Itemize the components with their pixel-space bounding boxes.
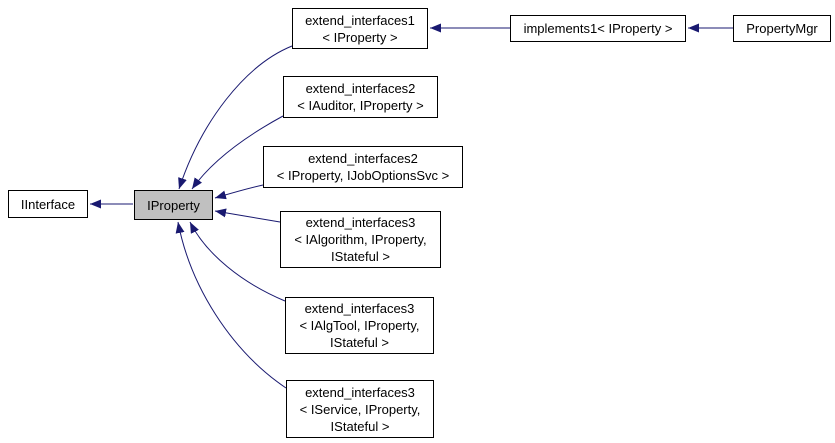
node-template-args: < IService, IProperty, <box>299 401 421 417</box>
node-iproperty[interactable]: IProperty <box>134 190 213 220</box>
node-template-args: < IProperty, IJobOptionsSvc > <box>276 168 450 183</box>
node-label: PropertyMgr <box>746 21 818 36</box>
node-extend-interfaces2-iauditor[interactable]: extend_interfaces2 < IAuditor, IProperty… <box>283 76 438 118</box>
node-propertymgr[interactable]: PropertyMgr <box>733 15 831 42</box>
arrow-extend-interfaces1-to-iproperty <box>178 45 293 190</box>
node-extend-interfaces1[interactable]: extend_interfaces1 < IProperty > <box>292 8 428 49</box>
node-label: IProperty <box>147 197 200 213</box>
arrow-extend-interfaces2-iauditor-to-iproperty <box>191 115 284 190</box>
node-template-args: < IAlgTool, IProperty, <box>299 318 420 333</box>
node-label: extend_interfaces2 <box>305 81 416 96</box>
node-template-args: IStateful > <box>330 335 389 350</box>
arrow-extend-interfaces2-ijoboptionssvc-to-iproperty <box>214 184 264 200</box>
node-label: implements1< IProperty > <box>523 21 673 36</box>
node-label: extend_interfaces3 <box>305 215 416 230</box>
node-label: extend_interfaces3 <box>304 301 415 316</box>
arrow-extend-interfaces3-ialgtool-to-iproperty <box>189 221 286 302</box>
node-template-args: IStateful > <box>330 418 390 434</box>
arrow-extend-interfaces3-ialgorithm-to-iproperty <box>214 208 281 223</box>
node-label: IInterface <box>20 196 76 212</box>
node-extend-interfaces2-ijoboptionssvc[interactable]: extend_interfaces2 < IProperty, IJobOpti… <box>263 146 463 188</box>
arrow-extend-interfaces3-iservice-to-iproperty <box>175 221 287 389</box>
node-implements1[interactable]: implements1< IProperty > <box>510 15 686 42</box>
node-template-args: IStateful > <box>331 249 390 264</box>
node-iinterface[interactable]: IInterface <box>8 190 88 218</box>
node-label: extend_interfaces2 <box>308 151 418 166</box>
node-label: extend_interfaces1 <box>305 12 415 28</box>
node-template-args: < IAuditor, IProperty > <box>297 98 424 113</box>
node-template-args: < IAlgorithm, IProperty, <box>294 232 427 247</box>
node-extend-interfaces3-ialgtool[interactable]: extend_interfaces3 < IAlgTool, IProperty… <box>285 297 434 354</box>
node-template-args: < IProperty > <box>322 29 398 45</box>
node-extend-interfaces3-iservice[interactable]: extend_interfaces3 < IService, IProperty… <box>286 380 434 438</box>
node-label: extend_interfaces3 <box>305 384 415 400</box>
node-extend-interfaces3-ialgorithm[interactable]: extend_interfaces3 < IAlgorithm, IProper… <box>280 211 441 268</box>
